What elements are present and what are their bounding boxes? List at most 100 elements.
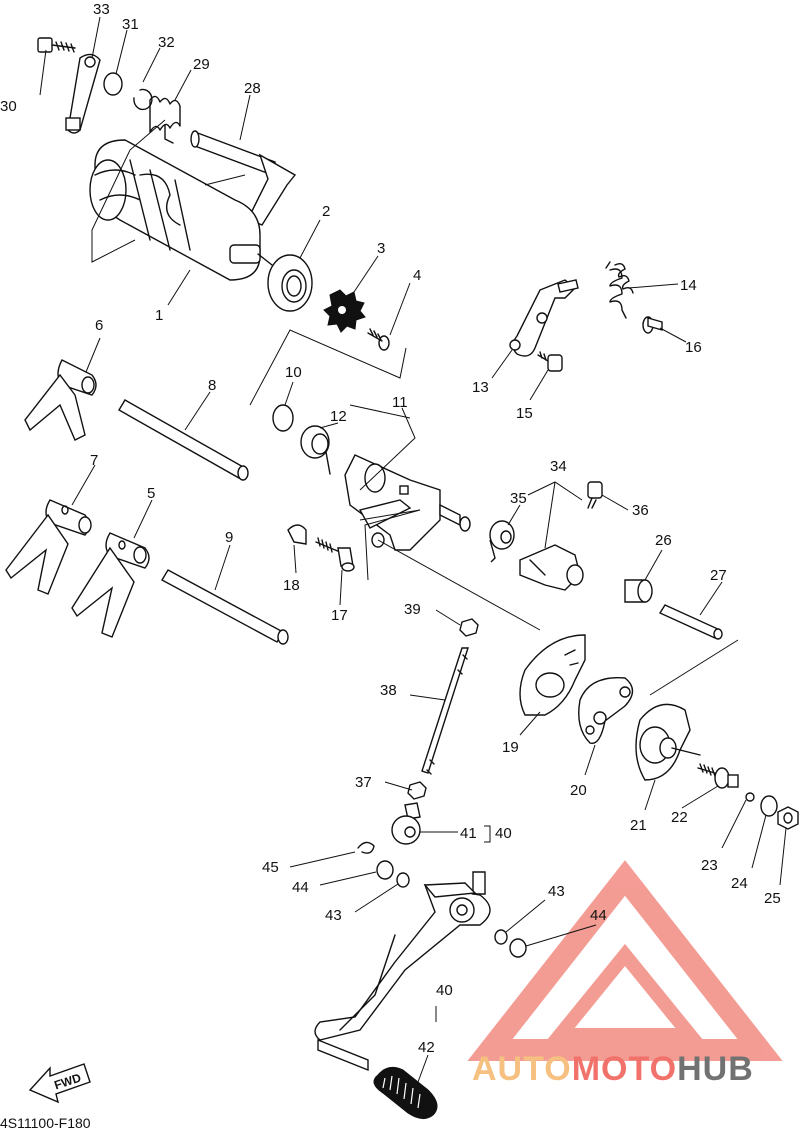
- callout-37: 37: [355, 774, 372, 791]
- callout-16: 16: [685, 339, 702, 356]
- part-27-pin: [658, 604, 723, 640]
- callout-44-left: 44: [292, 879, 309, 896]
- brand-auto: AUTO: [472, 1050, 572, 1088]
- part-19-shift-cam: [519, 634, 586, 716]
- callout-6: 6: [95, 317, 103, 334]
- brand-moto: MOTO: [572, 1050, 677, 1088]
- callout-7: 7: [90, 452, 98, 469]
- callout-24: 24: [731, 875, 748, 892]
- part-24-washer: [760, 795, 778, 817]
- callout-9: 9: [225, 529, 233, 546]
- part-22-bolt: [697, 763, 739, 789]
- part-11-shift-arm: [344, 454, 471, 551]
- callout-22: 22: [671, 809, 688, 826]
- part-10-washer: [272, 404, 294, 432]
- callout-45: 45: [262, 859, 279, 876]
- callout-19: 19: [502, 739, 519, 756]
- callout-17: 17: [331, 607, 348, 624]
- part-33-lever: [65, 53, 101, 134]
- part-40-shift-pedal: [314, 871, 491, 1072]
- callout-40-bottom: 40: [436, 982, 453, 999]
- part-13-stopper-lever: [509, 279, 579, 357]
- callout-10: 10: [285, 364, 302, 381]
- callout-30: 30: [0, 98, 17, 115]
- part-32-circlip: [133, 88, 153, 111]
- part-4-screw: [367, 328, 390, 351]
- brand-inner-triangle-icon: [545, 943, 705, 1042]
- callout-25: 25: [764, 890, 781, 907]
- callout-36: 36: [632, 502, 649, 519]
- diagram-code: 4S11100-F180: [0, 1115, 91, 1131]
- part-23-o-ring: [745, 792, 755, 802]
- callout-35: 35: [510, 490, 527, 507]
- callout-33: 33: [93, 1, 110, 18]
- callout-11: 11: [392, 394, 408, 411]
- part-14-spring: [605, 261, 634, 319]
- callout-44-right: 44: [590, 907, 607, 924]
- callout-23: 23: [701, 857, 718, 874]
- callout-38: 38: [380, 682, 397, 699]
- part-42-pedal-rubber: [373, 1066, 438, 1119]
- part-15-bolt: [537, 351, 563, 372]
- part-30-bolt: [37, 37, 76, 53]
- part-26-collar: [624, 579, 653, 603]
- callout-41: 41: [460, 825, 477, 842]
- callout-15: 15: [516, 405, 533, 422]
- part-34-bracket: [519, 544, 584, 591]
- callout-34: 34: [550, 458, 567, 475]
- callout-18: 18: [283, 577, 300, 594]
- callout-5: 5: [147, 485, 155, 502]
- part-1-shift-drum: [89, 139, 273, 281]
- part-28-shift-shaft: [190, 130, 297, 226]
- callout-labels: 33 31 32 29 30 28 2 3 4 14 1 6 16 13 10 …: [0, 1, 781, 1056]
- callout-4: 4: [413, 267, 421, 284]
- part-45-circlip: [357, 841, 375, 854]
- part-39-nut: [459, 618, 479, 637]
- callout-32: 32: [158, 34, 175, 51]
- part-20-plate: [578, 676, 634, 745]
- brand-watermark: AUTOMOTOHUB: [467, 860, 783, 1088]
- callout-12: 12: [330, 408, 347, 425]
- callout-43-left: 43: [325, 907, 342, 924]
- callout-1: 1: [155, 307, 163, 324]
- part-17-pin: [315, 537, 355, 572]
- callout-43-right: 43: [548, 883, 565, 900]
- part-44-washer-left: [376, 860, 394, 880]
- part-44-washer-right: [509, 938, 527, 958]
- part-43-o-ring-left: [396, 872, 410, 888]
- part-38-shift-rod: [421, 647, 469, 775]
- callout-31: 31: [122, 16, 139, 33]
- callout-42: 42: [418, 1039, 435, 1056]
- brand-triangle-icon: [467, 860, 783, 1061]
- callout-39: 39: [404, 601, 421, 618]
- leader-lines: [39, 16, 787, 1083]
- part-8-fork-shaft: [118, 399, 249, 481]
- part-16-pin: [642, 316, 663, 334]
- part-25-nut: [777, 806, 799, 830]
- part-6-shift-fork: [24, 359, 97, 441]
- part-29-spring: [149, 95, 181, 144]
- callout-14: 14: [680, 277, 697, 294]
- part-2-bearing: [267, 254, 313, 312]
- part-9-fork-shaft: [161, 569, 289, 645]
- callout-3: 3: [377, 240, 385, 257]
- part-41-rod-end: [391, 802, 421, 845]
- brand-hub: HUB: [677, 1050, 754, 1088]
- part-36-bolt: [587, 481, 603, 509]
- part-5-shift-fork: [71, 532, 150, 638]
- part-21-shift-cam: [635, 703, 701, 781]
- callout-20: 20: [570, 782, 587, 799]
- part-18-clip: [287, 524, 307, 545]
- part-3-segment: [323, 289, 366, 333]
- callout-21: 21: [630, 817, 647, 834]
- callout-13: 13: [472, 379, 489, 396]
- part-7-shift-fork: [5, 499, 92, 595]
- callout-40-top: 40: [495, 825, 512, 842]
- fwd-arrow-icon: FWD: [28, 1063, 91, 1104]
- callout-8: 8: [208, 377, 216, 394]
- part-31-washer: [103, 72, 123, 96]
- callout-28: 28: [244, 80, 261, 97]
- part-37-nut: [407, 781, 427, 800]
- callout-27: 27: [710, 567, 727, 584]
